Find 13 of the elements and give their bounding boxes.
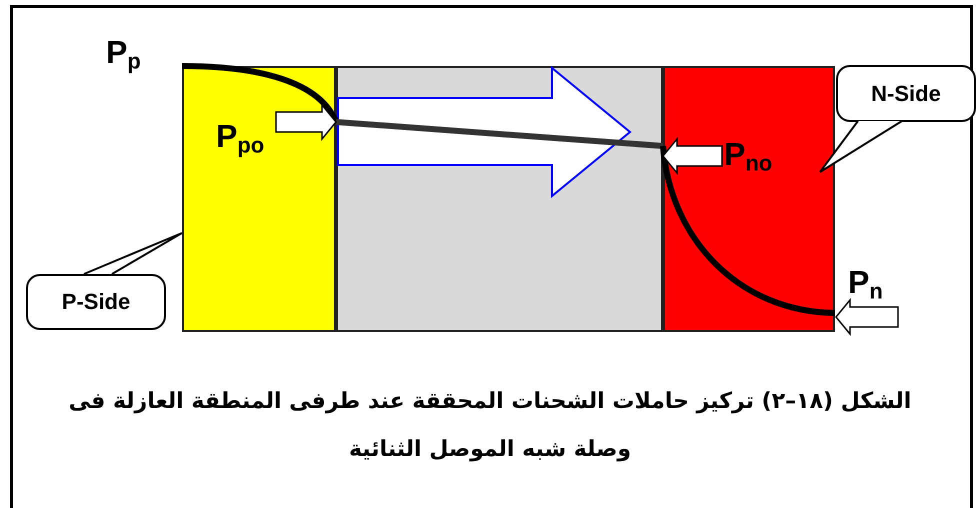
- callout-bubble: [26, 274, 166, 330]
- callout-bubble: [836, 65, 976, 122]
- callout-text: P-Side: [62, 289, 130, 315]
- semiconductor-region: [663, 66, 835, 332]
- callout-text: N-Side: [871, 80, 941, 106]
- block-arrow: [275, 102, 337, 142]
- block-arrow: [662, 136, 723, 176]
- concentration-label: P$_{p}$: [106, 34, 141, 74]
- block-arrow: [835, 298, 899, 336]
- concentration-label: P$_{no}$: [724, 136, 772, 172]
- semiconductor-region: [182, 66, 336, 332]
- figure-caption: الشكل (١٨–٢) تركيز حاملات الشحنات المحققة عند طرفى المنطقة العازلة فى وصلة شبه الموصل الثنائية: [68, 388, 912, 464]
- concentration-label: P$_{n}$: [848, 264, 883, 300]
